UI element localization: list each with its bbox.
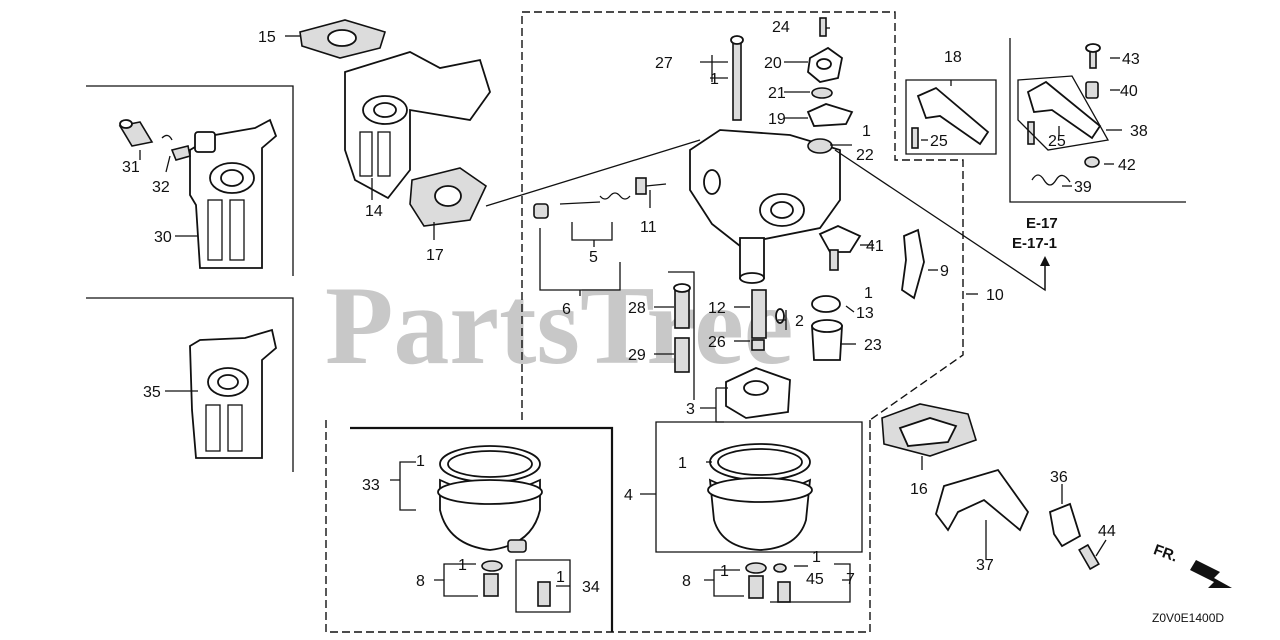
small-parts-39-43 bbox=[1031, 43, 1101, 186]
callout-45: 45 bbox=[806, 571, 824, 588]
lever-38 bbox=[1017, 75, 1110, 151]
callout-30: 30 bbox=[154, 229, 172, 246]
front-arrow bbox=[1190, 560, 1232, 588]
callout-21: 21 bbox=[768, 85, 786, 102]
callout-34: 34 bbox=[582, 579, 600, 596]
callout-20: 20 bbox=[764, 55, 782, 72]
callout-17: 17 bbox=[426, 247, 444, 264]
pin-32 bbox=[161, 134, 191, 161]
watermark: PartsTree bbox=[325, 264, 794, 388]
reference-arrow bbox=[1040, 256, 1050, 290]
callout-31: 31 bbox=[122, 159, 140, 176]
callout-43: 43 bbox=[1122, 51, 1140, 68]
callout-9: 9 bbox=[940, 263, 949, 280]
callout-40: 40 bbox=[1120, 83, 1138, 100]
callout-10: 10 bbox=[986, 287, 1004, 304]
callout-37: 37 bbox=[976, 557, 994, 574]
callout-labels: 15 14 17 31 32 30 35 27 1 24 20 21 19 1 … bbox=[122, 19, 1224, 625]
callout-22: 22 bbox=[856, 147, 874, 164]
callout-32: 32 bbox=[152, 179, 170, 196]
callout-25b: 25 bbox=[1048, 133, 1066, 150]
callout-41: 41 bbox=[866, 238, 884, 255]
callout-1b: 1 bbox=[862, 123, 871, 140]
collar-36 bbox=[1048, 502, 1082, 548]
lever-18 bbox=[911, 86, 990, 149]
callout-1i: 1 bbox=[812, 549, 821, 566]
callout-8b: 8 bbox=[682, 573, 691, 590]
jets-and-nozzle bbox=[751, 289, 843, 361]
callout-39: 39 bbox=[1074, 179, 1092, 196]
callout-5: 5 bbox=[589, 249, 598, 266]
callout-28: 28 bbox=[628, 300, 646, 317]
callout-1d: 1 bbox=[416, 453, 425, 470]
callout-29: 29 bbox=[628, 347, 646, 364]
callout-1e: 1 bbox=[458, 557, 467, 574]
callout-1h: 1 bbox=[720, 563, 729, 580]
insulator-plate-35 bbox=[189, 328, 277, 459]
callout-15: 15 bbox=[258, 29, 276, 46]
callout-42: 42 bbox=[1118, 157, 1136, 174]
callout-12: 12 bbox=[708, 300, 726, 317]
callout-2: 2 bbox=[795, 313, 804, 330]
gasket-16 bbox=[881, 403, 977, 457]
callout-35: 35 bbox=[143, 384, 161, 401]
callout-13: 13 bbox=[856, 305, 874, 322]
callout-14: 14 bbox=[365, 203, 383, 220]
front-label: FR. bbox=[1151, 541, 1180, 565]
reference-e17-1: E-17-1 bbox=[1012, 235, 1057, 252]
callout-26: 26 bbox=[708, 334, 726, 351]
callout-1a: 1 bbox=[710, 71, 719, 88]
callout-18: 18 bbox=[944, 49, 962, 66]
pilot-screw-27 bbox=[730, 35, 744, 121]
callout-33: 33 bbox=[362, 477, 380, 494]
float-chamber-33 bbox=[437, 445, 551, 607]
callout-44: 44 bbox=[1098, 523, 1116, 540]
bolt-44 bbox=[1078, 543, 1100, 571]
callout-8a: 8 bbox=[416, 573, 425, 590]
valve-41 bbox=[818, 225, 862, 271]
stay-37 bbox=[935, 468, 1030, 532]
callout-19: 19 bbox=[768, 111, 786, 128]
callout-11: 11 bbox=[640, 219, 657, 236]
callout-25a: 25 bbox=[930, 133, 948, 150]
gasket-17 bbox=[409, 167, 488, 227]
callout-4: 4 bbox=[624, 487, 633, 504]
collar-31 bbox=[118, 119, 154, 147]
lever-9 bbox=[901, 228, 925, 300]
collars-28-29 bbox=[673, 283, 691, 373]
leader-lines bbox=[139, 27, 1122, 613]
diagram-code: Z0V0E1400D bbox=[1152, 611, 1224, 625]
callout-38: 38 bbox=[1130, 123, 1148, 140]
callout-36: 36 bbox=[1050, 469, 1068, 486]
gasket-15 bbox=[299, 19, 387, 59]
callout-1g: 1 bbox=[678, 455, 687, 472]
callout-16: 16 bbox=[910, 481, 928, 498]
callout-7: 7 bbox=[846, 571, 855, 588]
float-3 bbox=[725, 367, 791, 419]
reference-e17: E-17 bbox=[1026, 215, 1058, 232]
callout-6: 6 bbox=[562, 301, 571, 318]
callout-1c: 1 bbox=[864, 285, 873, 302]
callout-23: 23 bbox=[864, 337, 882, 354]
callout-3: 3 bbox=[686, 401, 695, 418]
callout-1f: 1 bbox=[556, 569, 565, 586]
carburetor-body-10 bbox=[689, 129, 841, 284]
callout-24: 24 bbox=[772, 19, 790, 36]
throttle-screws bbox=[533, 177, 667, 219]
float-chamber-4 bbox=[707, 443, 813, 603]
insulator-plate-30 bbox=[189, 118, 278, 269]
plate-14 bbox=[344, 51, 491, 200]
callout-27: 27 bbox=[655, 55, 673, 72]
diaphragm-parts bbox=[806, 17, 854, 154]
group-frames bbox=[86, 11, 1186, 633]
